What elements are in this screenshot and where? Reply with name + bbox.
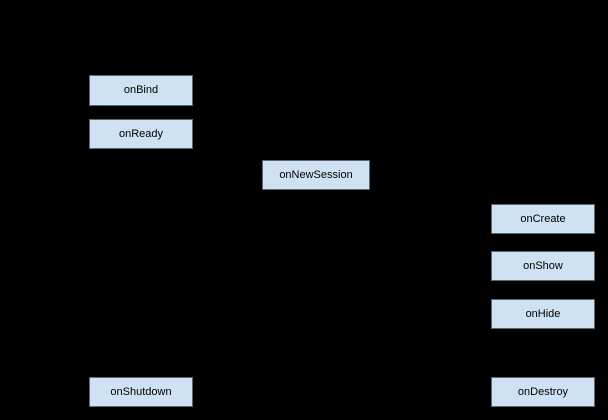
lifecycle-node-onDestroy: onDestroy — [491, 377, 595, 407]
lifecycle-node-onBind: onBind — [89, 75, 193, 106]
lifecycle-node-label: onNewSession — [279, 168, 353, 181]
lifecycle-node-onHide: onHide — [491, 299, 595, 329]
lifecycle-node-label: onBind — [123, 84, 159, 96]
lifecycle-node-label: onShow — [523, 259, 563, 272]
lifecycle-node-label: onHide — [525, 307, 561, 320]
lifecycle-node-label: onReady — [118, 127, 164, 140]
lifecycle-node-onShutdown: onShutdown — [89, 377, 193, 407]
lifecycle-node-onReady: onReady — [89, 119, 193, 149]
lifecycle-node-label: onDestroy — [517, 385, 569, 398]
lifecycle-node-onShow: onShow — [491, 251, 595, 281]
lifecycle-node-onCreate: onCreate — [491, 204, 595, 234]
lifecycle-node-onNewSession: onNewSession — [262, 160, 370, 190]
lifecycle-node-label: onShutdown — [110, 385, 172, 398]
lifecycle-node-label: onCreate — [520, 212, 566, 225]
